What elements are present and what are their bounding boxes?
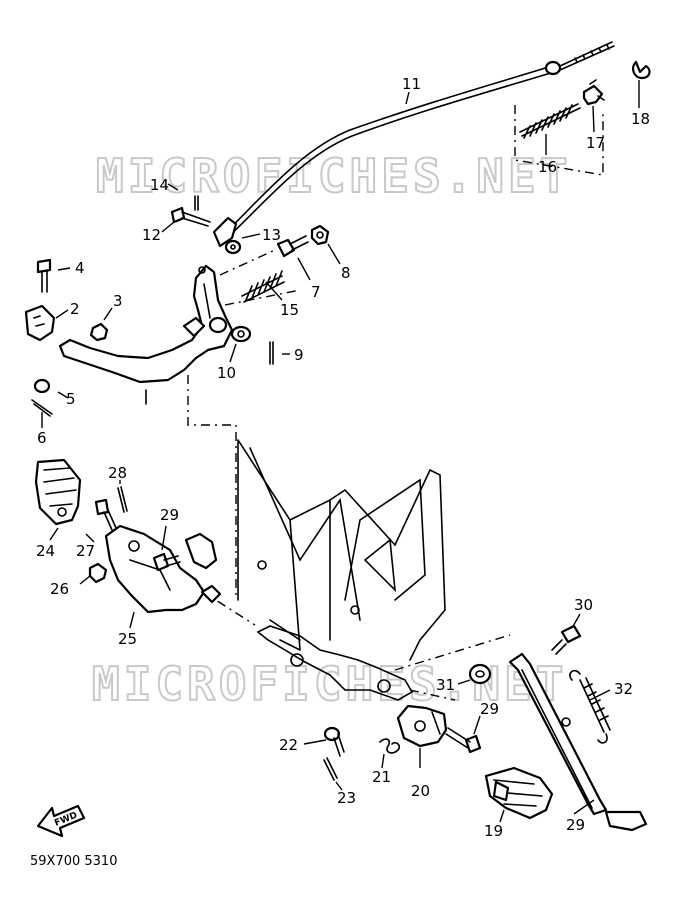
collar-part-32 — [468, 663, 492, 685]
footrest-bracket-part-25 — [104, 524, 222, 614]
pedal-tip-part-2 — [24, 304, 56, 342]
callout-10: 10 — [217, 364, 236, 382]
clip-part-17 — [582, 79, 605, 106]
callout-20: 20 — [411, 782, 430, 800]
nut-part-3 — [89, 322, 109, 342]
callout-24: 24 — [36, 542, 55, 560]
footrest-part-24 — [34, 458, 82, 526]
cotter-pin-part-6 — [31, 399, 53, 417]
spring-part-33 — [569, 669, 611, 744]
callout-31: 30 — [574, 596, 593, 614]
bolt-part-12 — [170, 206, 211, 227]
callout-16: 16 — [538, 158, 557, 176]
callout-12: 12 — [142, 226, 161, 244]
callout-17: 17 — [586, 134, 605, 152]
callout-22: 22 — [279, 736, 298, 754]
footrest-part-19 — [484, 766, 554, 820]
callout-26: 26 — [50, 580, 69, 598]
forward-arrow-icon: FWD — [36, 804, 86, 838]
clip-part-18 — [632, 60, 651, 80]
bolt-part-31 — [551, 624, 582, 655]
nut-part-26 — [88, 562, 108, 584]
leader-lines — [41, 80, 640, 823]
callout-labels: 11 16 17 18 14 12 13 7 8 15 4 2 3 5 6 10… — [36, 75, 650, 840]
footrest-bracket-part-20 — [396, 704, 448, 748]
pin-part-9 — [269, 341, 274, 365]
watermark-top: MICROFICHES.NET — [96, 149, 571, 203]
callout-3: 3 — [113, 292, 123, 310]
callout-29-lower: 29 — [480, 700, 499, 718]
bolt-part-27 — [94, 498, 117, 531]
drawing-code: 59X700 5310 — [30, 854, 117, 869]
callout-8: 8 — [341, 264, 351, 282]
callout-5: 5 — [66, 390, 76, 408]
sidestand-part-30 — [508, 652, 648, 832]
callout-19: 19 — [484, 822, 503, 840]
callout-9: 9 — [294, 346, 304, 364]
callout-21: 21 — [372, 768, 391, 786]
spring-part-16 — [519, 103, 581, 139]
callout-15: 15 — [280, 301, 299, 319]
nut-part-8 — [310, 224, 330, 246]
spring-part-21 — [379, 738, 401, 754]
pin-part-14 — [194, 195, 199, 211]
pin-part-28 — [117, 486, 128, 513]
callout-13: 13 — [262, 226, 281, 244]
bolt-part-7 — [276, 235, 309, 258]
callout-11: 11 — [402, 75, 421, 93]
spring-part-15 — [241, 270, 285, 303]
callout-23: 23 — [337, 789, 356, 807]
washer-part-10 — [230, 325, 252, 343]
brake-pedal-part-1 — [58, 264, 234, 405]
callout-29-upper: 29 — [160, 506, 179, 524]
callout-33: 32 — [614, 680, 633, 698]
frame-section — [237, 439, 446, 701]
callout-27: 27 — [76, 542, 95, 560]
callout-2: 2 — [70, 300, 80, 318]
callout-32: 31 — [436, 676, 455, 694]
callout-6: 6 — [37, 429, 47, 447]
bolt-part-4 — [36, 258, 52, 293]
callout-14: 14 — [150, 176, 169, 194]
callout-30: 29 — [566, 816, 585, 834]
bolt-part-29-upper — [152, 552, 181, 572]
callout-28: 28 — [108, 464, 127, 482]
bolt-part-29-lower — [445, 727, 482, 754]
cotter-pin-part-23 — [323, 757, 338, 781]
brake-rod-part-11 — [212, 41, 615, 248]
pin-part-22 — [323, 726, 345, 757]
callout-18: 18 — [631, 110, 650, 128]
callout-7: 7 — [311, 283, 321, 301]
washer-part-5 — [33, 378, 51, 394]
callout-4: 4 — [75, 259, 85, 277]
callout-25: 25 — [118, 630, 137, 648]
washer-part-13 — [224, 239, 242, 255]
